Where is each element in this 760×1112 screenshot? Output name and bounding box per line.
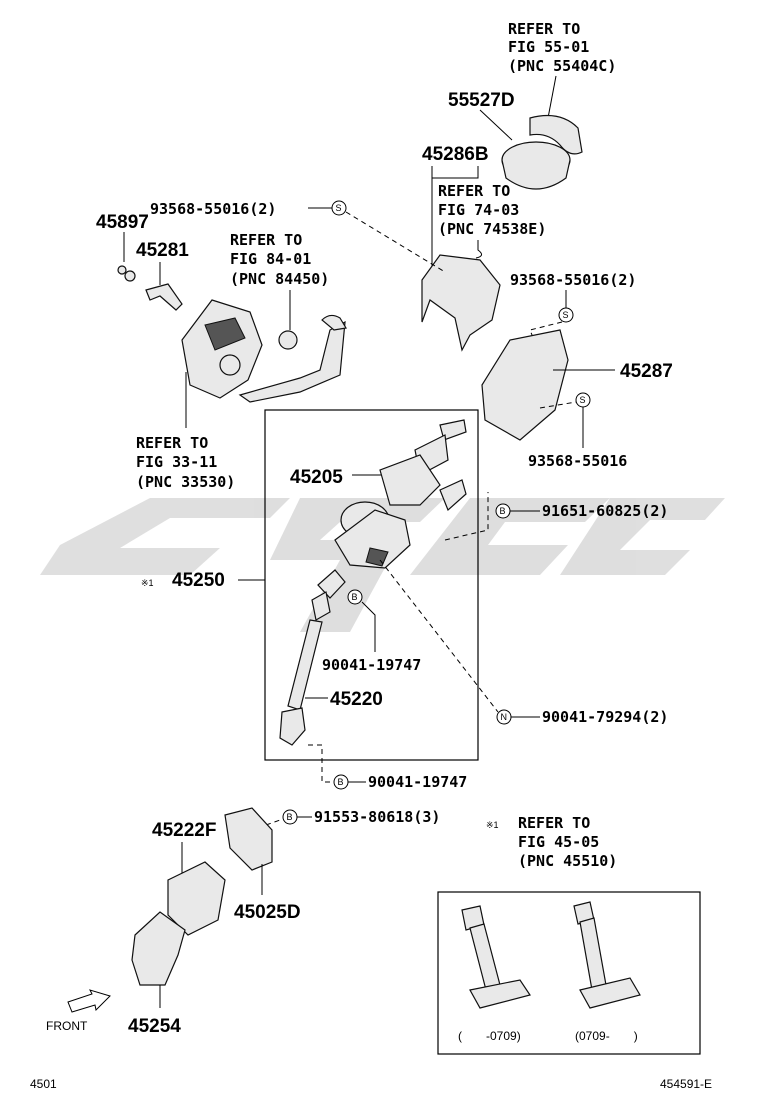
svg-text:(PNC 84450): (PNC 84450) xyxy=(230,270,329,288)
lower-column-cover xyxy=(481,329,569,441)
marker-s-b xyxy=(558,307,574,323)
svg-text:REFER TO: REFER TO xyxy=(230,231,302,249)
hole-cover-plate xyxy=(224,807,273,871)
variant-label-late: (0709- ) xyxy=(575,1029,638,1043)
part-label-45254: 45254 xyxy=(128,1016,181,1037)
svg-text:REFER TO: REFER TO xyxy=(508,20,580,38)
bolt-label-90041-b: 90041-19747 xyxy=(368,773,467,791)
svg-text:(PNC 33530): (PNC 33530) xyxy=(136,473,235,491)
marker-b-b xyxy=(347,589,363,605)
steering-column-assembly xyxy=(334,419,467,569)
svg-text:S: S xyxy=(563,310,569,320)
column-variant-late xyxy=(573,901,641,1009)
svg-text:REFER TO: REFER TO xyxy=(518,814,590,832)
column-hole-boot xyxy=(131,911,186,986)
refer-note-45: REFER TO FIG 45-05 (PNC 45510) xyxy=(518,814,617,870)
part-label-45287: 45287 xyxy=(620,361,673,382)
column-cover-ring xyxy=(501,141,571,190)
tilt-lever-bracket xyxy=(145,283,183,311)
part-label-45250: 45250 xyxy=(172,570,225,591)
refer-note-33: REFER TO FIG 33-11 (PNC 33530) xyxy=(136,434,235,491)
refer-note-74: REFER TO FIG 74-03 (PNC 74538E) xyxy=(438,182,546,238)
svg-text:N: N xyxy=(501,712,508,722)
note-marker-x1-inset: ※1 xyxy=(486,820,499,830)
svg-text:S: S xyxy=(580,395,586,405)
refer-note-84: REFER TO FIG 84-01 (PNC 84450) xyxy=(230,231,329,288)
variant-inset-frame xyxy=(437,891,701,1055)
svg-text:(PNC 74538E): (PNC 74538E) xyxy=(438,220,546,238)
bolt-label-93568-b: 93568-55016(2) xyxy=(510,271,636,289)
part-label-45897: 45897 xyxy=(96,212,149,233)
part-label-45205: 45205 xyxy=(290,467,343,488)
note-marker-x1: ※1 xyxy=(141,578,154,588)
svg-text:B: B xyxy=(287,812,293,822)
marker-s-a xyxy=(331,200,347,216)
svg-text:B: B xyxy=(500,506,506,516)
svg-text:FIG 55-01: FIG 55-01 xyxy=(508,38,589,56)
intermediate-shaft xyxy=(279,569,346,746)
boot-seal xyxy=(167,861,226,936)
steering-lock-assembly xyxy=(181,299,347,403)
column-assembly-frame xyxy=(264,409,479,761)
variant-label-early: ( -0709) xyxy=(458,1029,521,1043)
footer-page-code: 4501 xyxy=(30,1077,57,1091)
part-label-45220: 45220 xyxy=(330,689,383,710)
horn-pad-cover xyxy=(529,115,583,155)
svg-text:REFER TO: REFER TO xyxy=(438,182,510,200)
bolt-label-93568-a: 93568-55016(2) xyxy=(150,200,276,218)
upper-column-cover xyxy=(421,254,501,352)
svg-text:(PNC 45510): (PNC 45510) xyxy=(518,852,617,870)
bolt-label-91651: 91651-60825(2) xyxy=(542,502,668,520)
svg-text:B: B xyxy=(338,777,344,787)
part-label-45025D: 45025D xyxy=(234,902,301,923)
bolt-label-93568-c: 93568-55016 xyxy=(528,452,627,470)
bolt-label-90041-79294: 90041-79294(2) xyxy=(542,708,668,726)
bolt-label-91553: 91553-80618(3) xyxy=(314,808,440,826)
svg-text:(PNC 55404C): (PNC 55404C) xyxy=(508,57,616,75)
svg-text:FIG 84-01: FIG 84-01 xyxy=(230,250,311,268)
refer-note-55: REFER TO FIG 55-01 (PNC 55404C) xyxy=(508,20,616,75)
svg-text:B: B xyxy=(352,592,358,602)
part-label-45281: 45281 xyxy=(136,240,189,261)
column-variant-early xyxy=(461,905,531,1009)
footer-figure-code: 454591-E xyxy=(660,1077,712,1091)
part-label-45286B: 45286B xyxy=(422,144,489,165)
part-label-45222F: 45222F xyxy=(152,820,216,841)
svg-text:S: S xyxy=(336,203,342,213)
svg-text:FIG 33-11: FIG 33-11 xyxy=(136,453,217,471)
svg-text:FIG 74-03: FIG 74-03 xyxy=(438,201,519,219)
svg-text:FIG 45-05: FIG 45-05 xyxy=(518,833,599,851)
front-label: FRONT xyxy=(46,1019,88,1033)
bolt-label-90041-a: 90041-19747 xyxy=(322,656,421,674)
part-label-55527D: 55527D xyxy=(448,90,515,111)
bolt-45897 xyxy=(117,265,136,282)
grommet xyxy=(278,330,298,350)
front-arrow-icon xyxy=(67,989,111,1013)
svg-text:REFER TO: REFER TO xyxy=(136,434,208,452)
